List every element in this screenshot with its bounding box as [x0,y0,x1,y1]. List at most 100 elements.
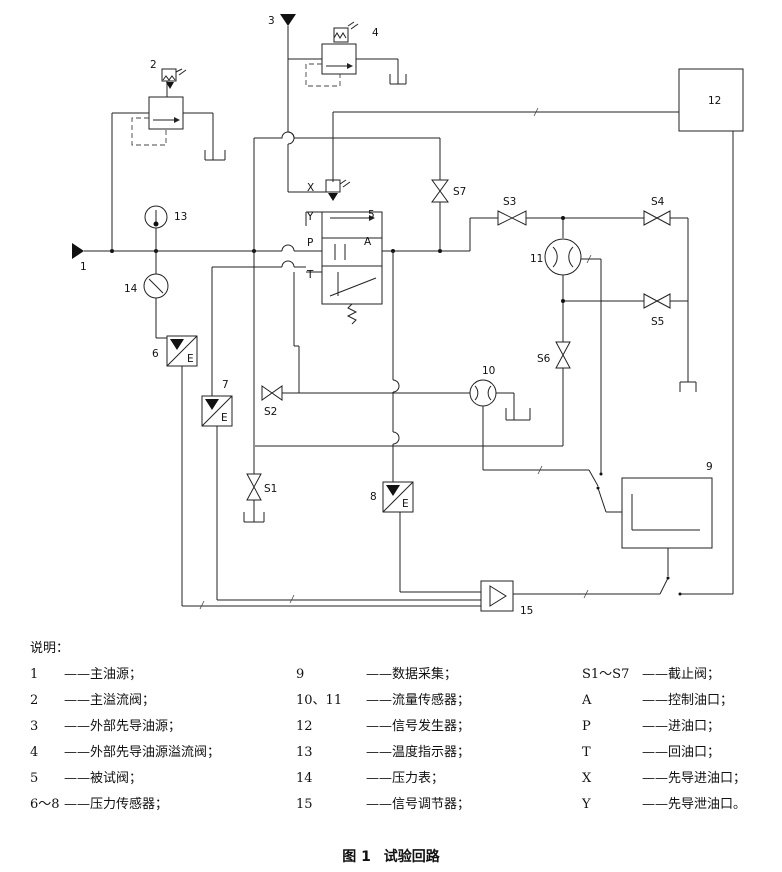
legend-item: X ——先导进油口； [582,767,746,786]
label-s7: S7 [453,186,466,198]
legend-item: 4——外部先导油源溢流阀； [30,741,220,760]
label-2: 2 [150,59,157,71]
label-5: 5 [368,209,375,221]
legend-item: A ——控制油口； [582,689,733,708]
label-12: 12 [708,95,721,107]
hydraulic-test-circuit-diagram: 1 2 3 4 5 6 7 8 9 10 11 12 13 14 15 S1 S… [72,14,744,617]
legend-key: P [582,719,591,734]
legend-item: 12 ——信号发生器； [296,715,470,734]
valve-s6 [555,341,571,369]
label-1: 1 [80,261,87,273]
flow-sensors [469,238,602,475]
legend-key: Y [582,797,591,812]
figure-number: 图 1 [342,849,371,865]
return-lines [211,251,531,523]
label-7: 7 [222,379,229,391]
test-valve [305,179,383,325]
legend-item: 2 ——主溢流阀； [30,689,155,708]
valve-s1 [246,473,262,501]
legend-desc: ——数据采集； [366,667,458,682]
label-11: 11 [530,253,543,265]
legend-item: 5 ——被试阀； [30,767,142,786]
legend-desc: ——截止阀； [642,667,721,682]
legend-key: S1～S7 [582,667,630,682]
legend-desc: ——先导进油口； [642,771,747,786]
figure-title: 试验回路 [383,849,440,865]
legend-desc: ——回油口； [642,745,721,760]
legend-item: S1～S7 ——截止阀； [582,663,720,682]
figure-caption: 图 1 试验回路 [0,846,782,866]
label-s4: S4 [651,196,665,208]
legend-desc: ——信号调节器； [366,797,471,812]
label-14: 14 [124,283,138,295]
port-a-label: A [364,236,372,248]
data-acquisition-box [621,477,713,549]
label-6: 6 [152,348,159,360]
legend-key: X [582,771,592,786]
legend-desc: ——被试阀； [64,771,143,786]
legend-item: 15 ——信号调节器； [296,793,470,812]
legend-desc: ——流量传感器； [366,693,471,708]
legend-desc: ——外部先导油源； [64,719,182,734]
valve-s3 [497,210,527,226]
label-8: 8 [370,491,377,503]
valve-s5 [643,293,671,309]
label-3: 3 [268,15,275,27]
port-y-label: Y [306,211,314,223]
legend-item: 10、11 ——流量传感器； [296,689,470,708]
legend-item: P ——进油口； [582,715,720,734]
legend-desc: ——温度指示器； [366,745,471,760]
legend-key: 4 [30,745,39,760]
legend-key: 13 [296,745,313,760]
legend-key: 12 [296,719,313,734]
legend-desc: ——控制油口； [642,693,734,708]
valve-s2 [261,385,283,401]
legend-item: Y ——先导泄油口。 [582,793,746,812]
data-acquisition [480,469,713,612]
port-p-label: P [307,237,313,249]
legend-key: 9 [296,667,305,682]
legend-key: 2 [30,693,39,708]
legend-key: 15 [296,797,313,812]
legend-desc: ——主油源； [64,667,143,682]
label-10: 10 [482,365,495,377]
legend-desc: ——主溢流阀； [64,693,156,708]
valve-s4 [643,210,671,226]
legend-item: 9 ——数据采集； [296,663,457,682]
port-x-label: X [307,182,314,194]
sensor-8-e: E [402,498,409,510]
legend-key: 10、11 [296,693,343,708]
label-13: 13 [174,211,187,223]
legend-key: 3 [30,719,39,734]
shutoff-valves [246,179,671,501]
label-4: 4 [372,27,379,39]
legend-desc: ——信号发生器； [366,719,471,734]
label-15: 15 [520,605,533,617]
legend-item: 3 ——外部先导油源； [30,715,181,734]
legend-item: T ——回油口； [582,741,720,760]
legend-key: T [582,745,591,760]
label-s1: S1 [264,483,277,495]
sensor-6-e: E [187,353,194,365]
label-s2: S2 [264,406,277,418]
label-s3: S3 [503,196,516,208]
legend-key: 5 [30,771,39,786]
valve-s7 [431,179,449,203]
legend-key: 14 [296,771,313,786]
legend-desc: ——先导泄油口。 [642,797,747,812]
legend-desc: ——压力传感器； [64,797,169,812]
legend-title: 说明： [30,641,70,656]
legend-key: A [582,693,592,708]
sensor-7-e: E [221,412,228,424]
legend-item: 6～8 ——压力传感器； [30,793,168,812]
port-t-label: T [306,269,314,281]
main-supply-line [72,216,697,447]
legend-desc: ——进油口； [642,719,721,734]
signal-generator-box [678,68,744,132]
label-9: 9 [706,461,713,473]
main-relief-valve [111,68,226,251]
legend-item: 13 ——温度指示器； [296,741,470,760]
legend-key: 6～8 [30,797,60,812]
label-s6: S6 [537,353,551,365]
gauges [143,205,169,339]
